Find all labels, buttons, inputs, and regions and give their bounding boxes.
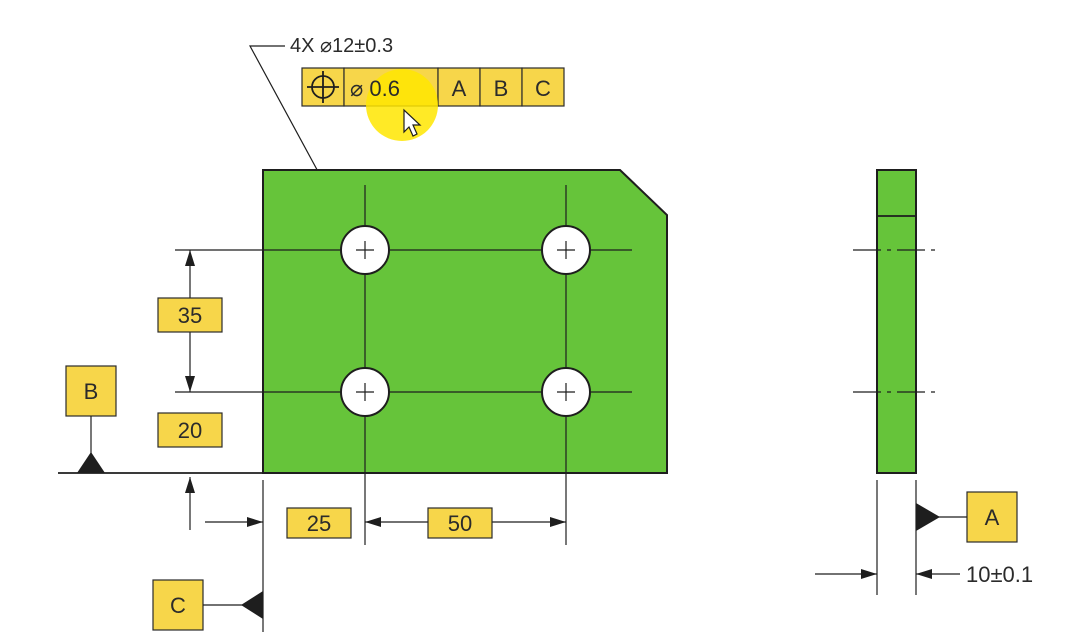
mouse-pointer-icon xyxy=(403,108,422,137)
tolerance-value: ⌀ 0.6 xyxy=(350,76,400,101)
datum-b-label: B xyxy=(84,379,99,404)
datum-ref-a: A xyxy=(452,76,467,101)
cursor-highlight xyxy=(366,69,438,141)
fcf-cell-datum-a xyxy=(437,67,481,107)
dim-box-25 xyxy=(286,507,352,539)
datum-a-label: A xyxy=(985,505,1000,530)
hole-bottom-right xyxy=(541,367,591,417)
dim-box-50 xyxy=(427,507,493,539)
hole-top-left xyxy=(340,225,390,275)
dim-25: 25 xyxy=(307,511,331,536)
datum-b-symbol: B xyxy=(65,365,117,473)
fcf-cell-datum-c xyxy=(521,67,565,107)
dim-box-35 xyxy=(157,297,223,333)
plate-front xyxy=(262,169,668,474)
datum-ref-c: C xyxy=(535,76,551,101)
datum-a-symbol: A xyxy=(916,491,1018,543)
fcf-cell-datum-b xyxy=(479,67,523,107)
dim-20: 20 xyxy=(178,418,202,443)
front-view: 35 20 25 50 B C xyxy=(58,169,668,632)
feature-control-callout: 4X ⌀12±0.3 ⌀ 0.6 A B C xyxy=(248,35,565,232)
datum-c-label: C xyxy=(170,593,186,618)
position-crosshair-icon xyxy=(307,71,339,103)
dim-50: 50 xyxy=(448,511,472,536)
dim-thickness: 10±0.1 xyxy=(966,562,1033,587)
hole-bottom-left xyxy=(340,367,390,417)
leader-line xyxy=(248,45,348,226)
dim-box-20 xyxy=(157,412,223,448)
hole-top-right xyxy=(541,225,591,275)
side-view: 10±0.1 A xyxy=(815,169,1033,595)
datum-ref-b: B xyxy=(494,76,509,101)
hole-spec-label: 4X ⌀12±0.3 xyxy=(290,35,393,57)
plate-side xyxy=(876,169,917,474)
datum-c-symbol: C xyxy=(152,579,263,631)
dim-35: 35 xyxy=(178,303,202,328)
